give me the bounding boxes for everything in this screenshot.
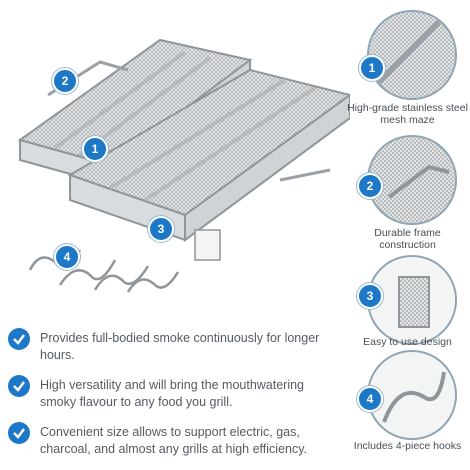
callout-number-3: 3	[357, 283, 383, 309]
callout-badge-1: 1	[82, 136, 108, 162]
callout-number-4: 4	[357, 386, 383, 412]
callout-mesh-maze: 1 High-grade stainless steel mesh maze	[345, 10, 470, 135]
callout-frame: 2 Durable frame construction	[345, 135, 470, 251]
callout-label-2: Durable frame construction	[374, 227, 441, 251]
callout-number-2: 2	[357, 173, 383, 199]
check-icon	[8, 328, 30, 350]
hooks	[28, 249, 180, 293]
hook-icon	[367, 350, 457, 440]
check-icon	[8, 375, 30, 397]
callout-badge-4: 4	[54, 244, 80, 270]
feature-text-2: High versatility and will bring the mout…	[40, 378, 305, 409]
callout-label-1: High-grade stainless steel mesh maze	[347, 102, 468, 126]
frame-corner-icon	[367, 135, 457, 225]
product-illustration: 2 1 3 4	[0, 0, 353, 300]
callout-hooks: 4 Includes 4-piece hooks	[345, 350, 470, 470]
check-icon	[8, 422, 30, 444]
right-tray	[67, 68, 353, 261]
smoker-tray-image	[17, 38, 353, 293]
feature-text-1: Provides full-bodied smoke continuously …	[40, 331, 320, 362]
callout-label-4: Includes 4-piece hooks	[353, 440, 462, 452]
feature-list: Provides full-bodied smoke continuously …	[0, 318, 345, 470]
callout-badge-3: 3	[148, 216, 174, 242]
callout-number-1: 1	[359, 55, 385, 81]
mesh-maze-closeup-icon	[367, 10, 457, 100]
callout-easy-use: 3 Easy to use design	[345, 255, 470, 355]
feature-text-3: Convenient size allows to support electr…	[40, 425, 308, 456]
callout-badge-2: 2	[52, 68, 78, 94]
callout-label-3: Easy to use design	[363, 336, 452, 348]
callout-column: 1 High-grade stainless steel mesh maze 2…	[345, 0, 470, 470]
